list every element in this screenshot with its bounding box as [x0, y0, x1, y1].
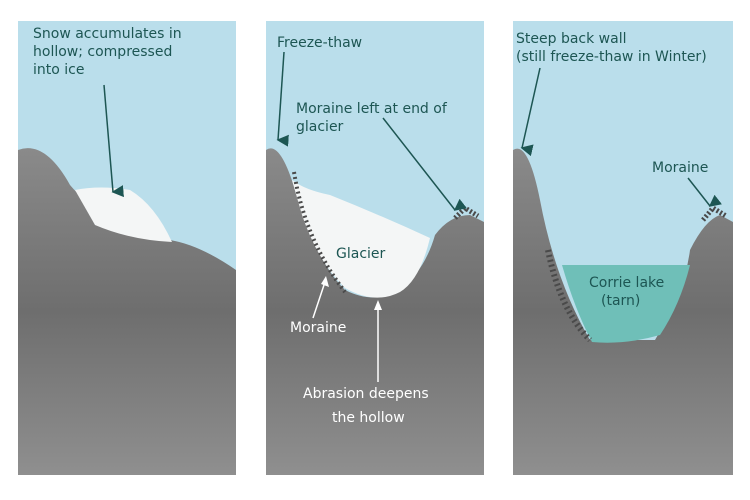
label-moraine-end-2: glacier — [296, 119, 344, 135]
label-back-wall: Steep back wall — [516, 31, 626, 47]
label-snow: Snow accumulates in — [33, 26, 182, 42]
glacier-ice — [292, 180, 430, 298]
label-freeze-thaw: Freeze-thaw — [277, 35, 362, 51]
mountain — [266, 148, 484, 476]
mountain — [18, 148, 236, 475]
arrow — [312, 281, 326, 319]
label-moraine-end: Moraine left at end of — [296, 101, 448, 117]
moraine-debris — [292, 171, 347, 294]
arrow — [276, 51, 289, 147]
panel-3-corrie-lake: Steep back wall (still freeze-thaw in Wi… — [513, 21, 733, 476]
arrow — [687, 177, 722, 207]
label-moraine: Moraine — [652, 160, 708, 176]
arrow — [382, 117, 467, 211]
label-corrie-lake: Corrie lake — [589, 275, 664, 291]
label-tarn: (tarn) — [601, 293, 640, 309]
label-snow-2: hollow; compressed — [33, 44, 172, 60]
label-moraine: Moraine — [290, 320, 346, 336]
scree — [545, 249, 593, 343]
label-snow-3: into ice — [33, 62, 84, 78]
label-abrasion-2: the hollow — [332, 410, 405, 426]
panel-2-glacier: Freeze-thaw Moraine left at end of glaci… — [266, 21, 484, 476]
arrow — [103, 84, 124, 198]
arrowhead — [374, 300, 382, 310]
panel-1-snow-accumulation: Snow accumulates in hollow; compressed i… — [18, 21, 236, 475]
mountain — [513, 148, 733, 476]
corrie-lake — [562, 265, 690, 343]
label-back-wall-2: (still freeze-thaw in Winter) — [516, 49, 707, 65]
moraine-debris — [701, 204, 728, 222]
label-glacier: Glacier — [336, 246, 386, 262]
arrow — [520, 67, 541, 157]
terminal-moraine — [453, 204, 480, 220]
snow-patch — [75, 187, 172, 242]
arrowhead — [321, 276, 329, 287]
label-abrasion: Abrasion deepens — [303, 386, 429, 402]
